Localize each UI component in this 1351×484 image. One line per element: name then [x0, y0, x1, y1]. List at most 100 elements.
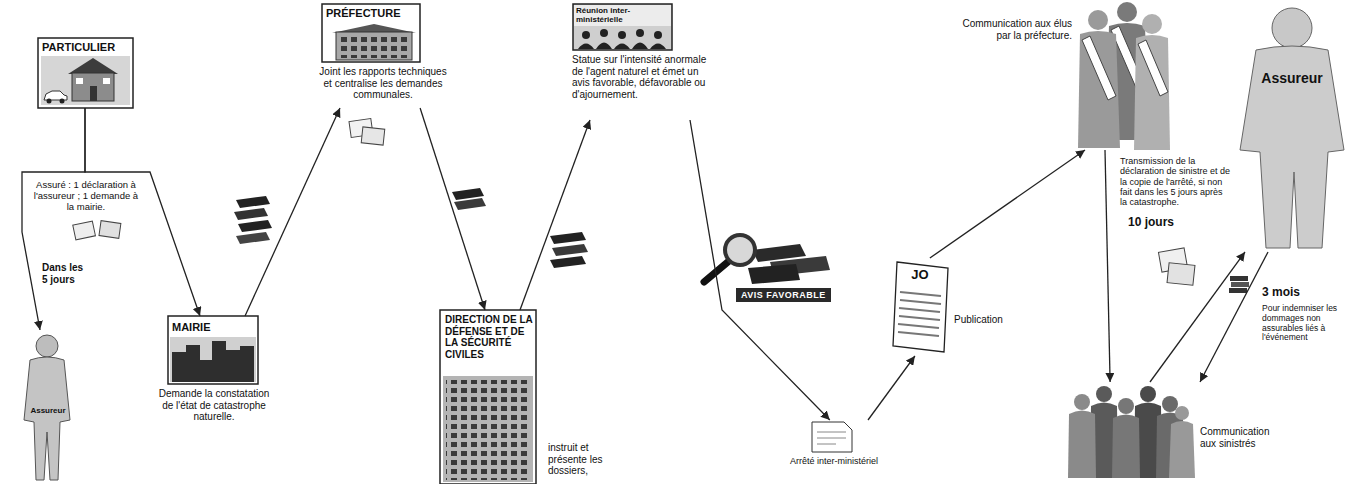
money-stack — [1229, 288, 1247, 293]
header-band — [574, 5, 671, 26]
newspaper — [893, 262, 948, 352]
people-head — [636, 29, 644, 37]
flow-arrow — [1105, 150, 1110, 382]
flow-arrow — [420, 108, 485, 310]
person-head — [1074, 394, 1090, 410]
house-wall — [72, 73, 114, 101]
journal-node: JOPublication — [890, 258, 1016, 356]
insurer-figure: Assureur — [16, 330, 80, 482]
magnifier-lens — [725, 235, 755, 265]
officials-group: Communication aux élus par la préfecture… — [960, 4, 1168, 150]
node-heading: Assureur — [1252, 70, 1332, 86]
person-body — [1240, 46, 1344, 248]
person-head — [1272, 8, 1312, 48]
people-head — [618, 31, 626, 39]
money-stack — [1230, 276, 1248, 281]
edge-label: 3 mois — [1262, 286, 1322, 300]
text-slot: AVIS FAVORABLE — [736, 288, 831, 302]
box-outline — [38, 38, 133, 108]
node-body: Publication — [954, 314, 1016, 326]
town-buildings — [172, 341, 254, 382]
car-wheel — [60, 99, 65, 104]
file-stack — [238, 220, 272, 232]
file-stack — [236, 232, 270, 244]
flow-arrow — [930, 150, 1085, 258]
node-body: Demande la constatation de l'état de cat… — [158, 388, 270, 423]
official-head — [1117, 2, 1137, 22]
folder — [452, 188, 484, 200]
box-outline — [573, 4, 672, 50]
node-body: instruit et présente les dossiers, — [548, 442, 608, 477]
text-slot: Statue sur l'intensité anormale de l'age… — [572, 54, 710, 100]
official-head — [1142, 14, 1162, 34]
node-heading: Réunion inter-ministérielle — [576, 6, 666, 24]
text-slot: Transmission de la déclaration de sinist… — [1120, 156, 1232, 208]
decree-lines — [817, 432, 846, 444]
scene-ground — [170, 337, 256, 382]
people-head — [582, 31, 590, 39]
newspaper-lines — [898, 292, 941, 336]
text-slot: Arrêté inter-ministériel — [782, 456, 886, 466]
node-heading: Assureur — [18, 406, 78, 415]
office-building — [443, 376, 533, 482]
node-body: Joint les rapports techniques et central… — [318, 66, 448, 101]
node-body: Statue sur l'intensité anormale de l'age… — [572, 54, 710, 100]
person-head — [1162, 396, 1178, 412]
house-roof — [68, 58, 118, 74]
text-slot: Demande la constatation de l'état de cat… — [158, 388, 270, 423]
office-windows — [446, 380, 530, 480]
flow-arrow — [1150, 252, 1245, 382]
note-text: Transmission de la déclaration de sinist… — [1120, 156, 1232, 208]
flow-arrow — [1200, 252, 1268, 382]
text-slot: PRÉFECTURE — [326, 7, 416, 20]
person-head — [36, 335, 58, 357]
car-wheel — [47, 99, 52, 104]
file-stack — [550, 232, 586, 244]
node-heading: PARTICULIER — [42, 41, 128, 54]
person-head — [1140, 386, 1156, 402]
text-slot: MAIRIE — [172, 321, 252, 334]
house-window — [103, 78, 110, 84]
scene-ground — [41, 56, 130, 105]
town-hall-box: MAIRIE Demande la constatation de l'état … — [158, 316, 270, 427]
directorate-box: DIRECTION DE LA DÉFENSE ET DE LA SÉCURIT… — [440, 310, 608, 482]
meeting-box: Réunion inter-ministérielleStatue sur l'… — [570, 4, 712, 120]
text-slot: 3 mois — [1262, 286, 1322, 300]
node-heading: MAIRIE — [172, 321, 252, 334]
text-slot: Dans les 5 jours — [42, 262, 89, 285]
official-head — [1088, 10, 1108, 30]
text-slot: Réunion inter-ministérielle — [576, 6, 666, 24]
text-slot: Joint les rapports techniques et central… — [318, 66, 448, 101]
prefecture-box: PRÉFECTURE Joint les rapports techniques … — [318, 4, 448, 108]
node-heading: Arrêté inter-ministériel — [782, 456, 886, 466]
verdict-banner: AVIS FAVORABLE — [736, 288, 831, 302]
flow-arrow — [690, 120, 830, 420]
text-slot: Communication aux sinistrés — [1200, 426, 1272, 449]
flow-arrow — [22, 108, 85, 330]
car — [44, 91, 67, 100]
house-window — [76, 78, 83, 84]
flow-arrow — [868, 356, 915, 420]
person-head — [1175, 406, 1189, 420]
node-heading: DIRECTION DE LA DÉFENSE ET DE LA SÉCURIT… — [445, 314, 533, 360]
building-windows — [340, 36, 408, 58]
folder — [454, 198, 486, 210]
official-body — [1078, 31, 1120, 148]
actor-box: PARTICULIER — [38, 38, 133, 108]
official-body — [1134, 35, 1170, 150]
box-outline — [168, 316, 258, 384]
text-slot: PARTICULIER — [42, 41, 128, 54]
building-wall — [336, 32, 412, 60]
person-body — [1068, 411, 1096, 479]
file-stack — [552, 244, 588, 256]
form-icon — [99, 221, 121, 239]
node-heading: Communication aux élus par la préfecture… — [960, 18, 1072, 41]
text-slot: Assureur — [18, 406, 78, 415]
box-outline — [440, 310, 536, 484]
official-sash — [1082, 36, 1116, 100]
edge-label: 10 jours — [1128, 216, 1198, 230]
file-stack — [550, 256, 586, 268]
form-icon — [73, 221, 96, 240]
person-body — [24, 357, 70, 480]
